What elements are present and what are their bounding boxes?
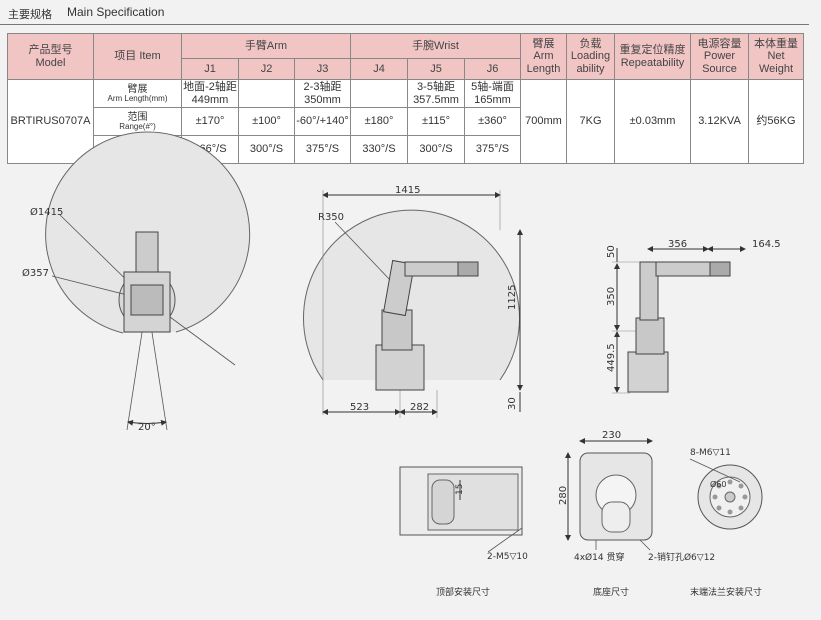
spec-title-en: Main Specification <box>67 5 165 19</box>
cell-speed-j6: 375°/S <box>464 135 521 164</box>
cell-armlen-j6: 5轴-端面 165mm <box>464 79 521 108</box>
base-width: 230 <box>602 430 621 441</box>
cell-speed-j4: 330°/S <box>350 135 408 164</box>
mount-dim: 15 <box>455 484 465 495</box>
armlen-value: 700mm <box>520 79 567 164</box>
hdr-j4: J4 <box>350 58 408 80</box>
flange-drawing <box>689 458 763 530</box>
cell-speed-j2: 300°/S <box>238 135 295 164</box>
top-mount-drawing <box>399 466 523 553</box>
dim-h3: 449.5 <box>606 343 617 372</box>
dim-h2: 350 <box>606 287 617 306</box>
cell-armlen-j3: 2-3轴距 350mm <box>294 79 351 108</box>
spec-header: 主要规格 Main Specification <box>0 0 821 26</box>
top-outer-dia: Ø1415 <box>30 206 63 218</box>
cell-armlen-j5: 3-5轴距 357.5mm <box>407 79 465 108</box>
side-view-drawing <box>303 190 523 418</box>
spec-title-zh: 主要规格 <box>8 8 52 21</box>
cell-speed-j3: 375°/S <box>294 135 351 164</box>
hdr-j1: J1 <box>181 58 239 80</box>
side-width: 1415 <box>395 185 420 196</box>
base-holes: 4xØ14 贯穿 <box>574 551 624 563</box>
top-angle: 20° <box>138 422 156 433</box>
cell-range-j4: ±180° <box>350 107 408 136</box>
top-inner-dia: Ø357 <box>22 267 49 279</box>
base-pins: 2-销钉孔Ø6▽12 <box>648 551 715 563</box>
cell-range-j3: -60°/+140° <box>294 107 351 136</box>
cell-range-j5: ±115° <box>407 107 465 136</box>
cell-armlen-j2 <box>238 79 295 108</box>
repeat-value: ±0.03mm <box>614 79 691 164</box>
base-drawing <box>565 438 653 551</box>
header-rule <box>0 24 809 25</box>
power-value: 3.12KVA <box>690 79 749 164</box>
weight-value: 约56KG <box>748 79 804 164</box>
cell-range-j1: ±170° <box>181 107 239 136</box>
hdr-wrist: 手腕Wrist <box>350 33 521 59</box>
model-cell: BRTIRUS0707A <box>7 79 94 164</box>
dim-w1: 356 <box>668 239 687 250</box>
dim-h1: 50 <box>606 245 617 258</box>
cell-armlen-j4 <box>350 79 408 108</box>
cell-speed-j5: 300°/S <box>407 135 465 164</box>
base-height: 280 <box>558 486 569 505</box>
hdr-j2: J2 <box>238 58 295 80</box>
flange-dia: Ø60 <box>710 479 726 489</box>
hdr-j6: J6 <box>464 58 521 80</box>
caption-base: 底座尺寸 <box>593 586 629 598</box>
flange-holes: 8-M6▽11 <box>690 448 731 458</box>
hdr-item: 项目 Item <box>93 33 182 80</box>
side-left: 523 <box>350 402 369 413</box>
dimension-view-drawing <box>612 246 746 394</box>
side-height: 1125 <box>507 285 518 310</box>
hdr-j3: J3 <box>294 58 351 80</box>
side-base: 30 <box>507 397 518 410</box>
side-radius: R350 <box>318 212 344 223</box>
mount-holes: 2-M5▽10 <box>487 552 528 562</box>
load-value: 7KG <box>566 79 615 164</box>
cell-range-j2: ±100° <box>238 107 295 136</box>
side-right: 282 <box>410 402 429 413</box>
cell-speed-j1: 266°/S <box>181 135 239 164</box>
caption-flange: 末端法兰安装尺寸 <box>690 586 762 598</box>
hdr-j5: J5 <box>407 58 465 80</box>
hdr-arm: 手臂Arm <box>181 33 351 59</box>
caption-top-mount: 顶部安装尺寸 <box>436 586 490 598</box>
cell-armlen-j1: 地面-2轴距 449mm <box>181 79 239 108</box>
dim-w2: 164.5 <box>752 239 781 250</box>
cell-range-j6: ±360° <box>464 107 521 136</box>
top-view-drawing <box>45 131 251 431</box>
